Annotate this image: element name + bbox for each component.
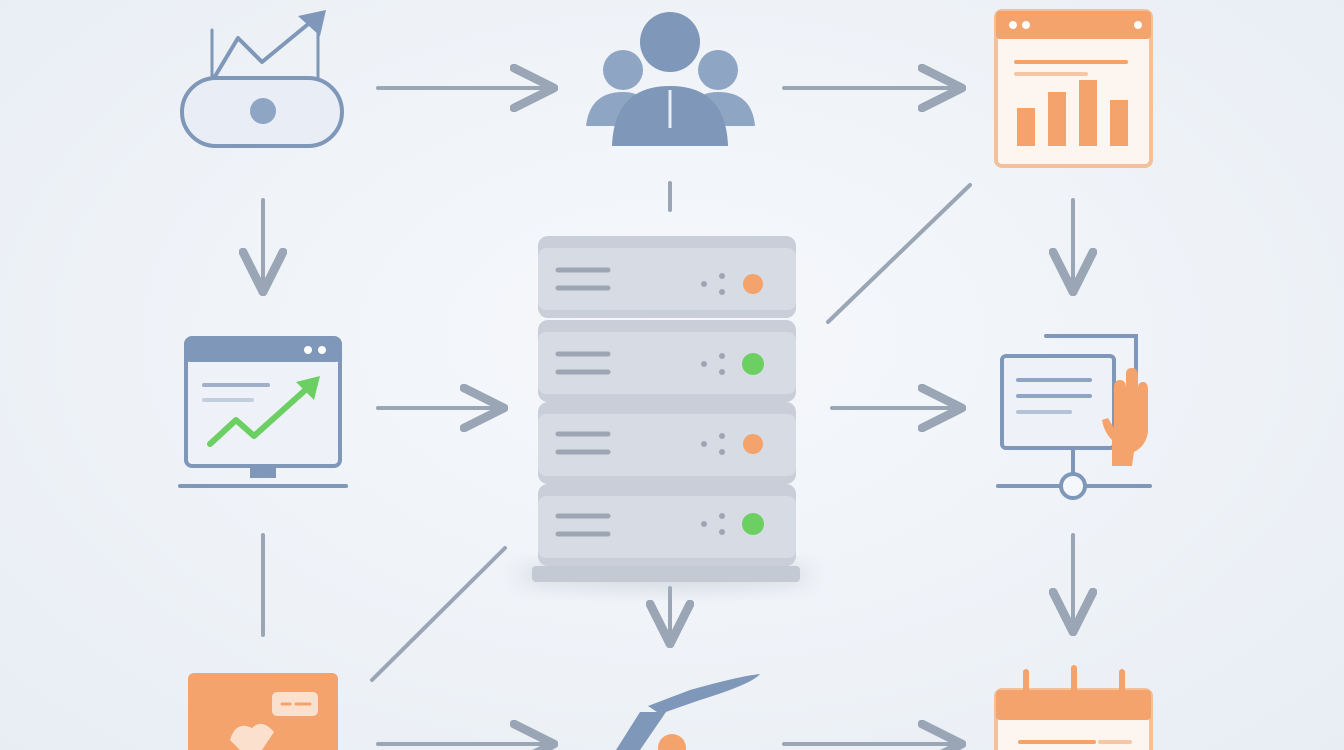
user-group-icon <box>586 12 755 146</box>
server-unit-3 <box>538 402 796 484</box>
server-unit-4 <box>538 484 796 566</box>
handshake-chat-icon <box>188 673 338 750</box>
connector-diagonal-bottom-left <box>370 546 507 682</box>
server-rack-icon <box>515 236 815 589</box>
server-unit-1 <box>538 236 796 318</box>
document-touch-network-icon <box>996 334 1152 500</box>
payment-tool-icon <box>616 674 760 750</box>
bar-chart-window-icon <box>994 9 1153 168</box>
cloud-device-chart-icon <box>180 10 344 148</box>
server-unit-2 <box>538 320 796 402</box>
connector-diagonal-top-right <box>826 183 972 324</box>
trend-monitor-icon <box>178 336 348 488</box>
calendar-icon <box>994 665 1153 750</box>
